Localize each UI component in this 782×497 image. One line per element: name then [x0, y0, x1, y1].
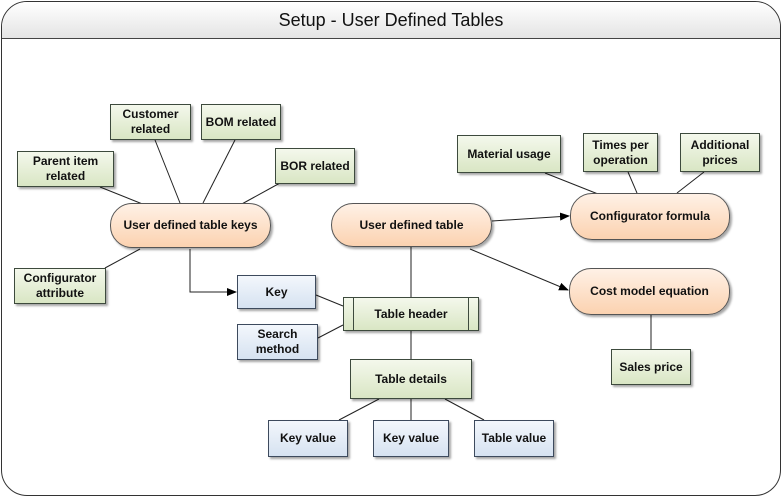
node-table-details: Table details	[350, 359, 472, 399]
node-search-method: Search method	[237, 324, 318, 360]
diagram-title: Setup - User Defined Tables	[278, 9, 504, 30]
connector-key-header	[315, 294, 344, 307]
node-key-value-2: Key value	[373, 420, 449, 457]
node-user-defined-table-keys: User defined table keys	[110, 203, 271, 248]
node-customer-related: Customer related	[110, 104, 191, 140]
node-material-usage: Material usage	[457, 135, 561, 173]
connector-search-header	[317, 324, 344, 339]
connector-times-formula	[627, 171, 638, 194]
node-cost-model-equation: Cost model equation	[569, 268, 730, 315]
node-bor-related: BOR related	[275, 148, 355, 184]
node-times-per-operation: Times per operation	[583, 133, 658, 172]
node-additional-prices: Additional prices	[680, 133, 760, 172]
connector-additional-formula	[676, 171, 705, 194]
connector-details-kv1	[338, 398, 380, 421]
node-configurator-attribute: Configurator attribute	[14, 268, 106, 304]
title-bar: Setup - User Defined Tables	[2, 2, 780, 39]
node-configurator-formula: Configurator formula	[570, 193, 730, 240]
node-parent-item-related: Parent item related	[17, 151, 114, 187]
node-sales-price: Sales price	[611, 349, 691, 385]
node-table-value: Table value	[474, 420, 554, 457]
node-key-value-1: Key value	[268, 420, 348, 457]
connector-attribute-keys	[104, 248, 141, 269]
connector-details-tv	[444, 398, 485, 421]
connector-table-cost	[469, 248, 569, 291]
node-bom-related: BOM related	[201, 104, 281, 140]
connector-material-formula	[544, 172, 599, 195]
connector-table-formula	[491, 212, 570, 222]
node-table-header: Table header	[343, 297, 479, 331]
connector-parent-keys	[99, 186, 146, 206]
node-user-defined-table: User defined table	[331, 203, 492, 247]
connector-customer-keys	[154, 139, 181, 204]
connector-bor-keys	[239, 182, 281, 206]
node-key: Key	[237, 275, 316, 309]
connector-keys-key	[189, 249, 237, 296]
connector-bom-keys	[202, 139, 236, 204]
